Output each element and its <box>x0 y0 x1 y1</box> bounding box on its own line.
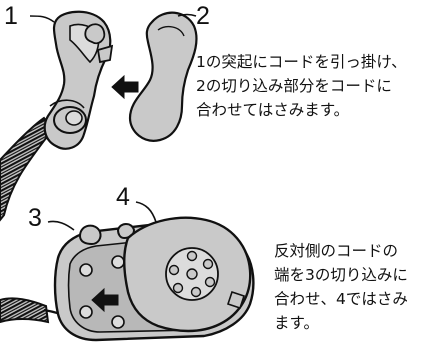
instruction-line: 合わせ、4ではさみ <box>274 290 408 308</box>
instruction-line: 合わせてはさみます。 <box>196 101 350 119</box>
part-number-3: 3 <box>28 204 42 232</box>
instruction-line: ます。 <box>274 314 319 332</box>
part-number-2: 2 <box>196 2 210 30</box>
part-number-4: 4 <box>116 183 130 211</box>
instruction-text-bottom: 反対側のコードの 端を3の切り込みに 合わせ、4ではさみ ます。 <box>274 239 408 335</box>
coiled-cord-bottom <box>0 297 50 324</box>
arrow-left-icon-bottom <box>91 287 119 313</box>
part-number-1: 1 <box>4 2 18 30</box>
instruction-line: 2の切り込み部分をコードに <box>196 77 392 95</box>
part-1-hook-clip <box>0 10 114 222</box>
instruction-line: 端を3の切り込みに <box>274 266 408 284</box>
instruction-line: 1の突起にコードを引っ掛け、 <box>196 53 407 71</box>
part-4-clamp-cover <box>123 201 252 333</box>
instruction-line: 反対側のコードの <box>274 242 399 260</box>
part-2-cover-piece <box>128 11 198 142</box>
instruction-text-top: 1の突起にコードを引っ掛け、 2の切り込み部分をコードに 合わせてはさみます。 <box>196 50 407 122</box>
coiled-cord-top <box>0 116 54 222</box>
arrow-left-icon-top <box>111 74 139 100</box>
